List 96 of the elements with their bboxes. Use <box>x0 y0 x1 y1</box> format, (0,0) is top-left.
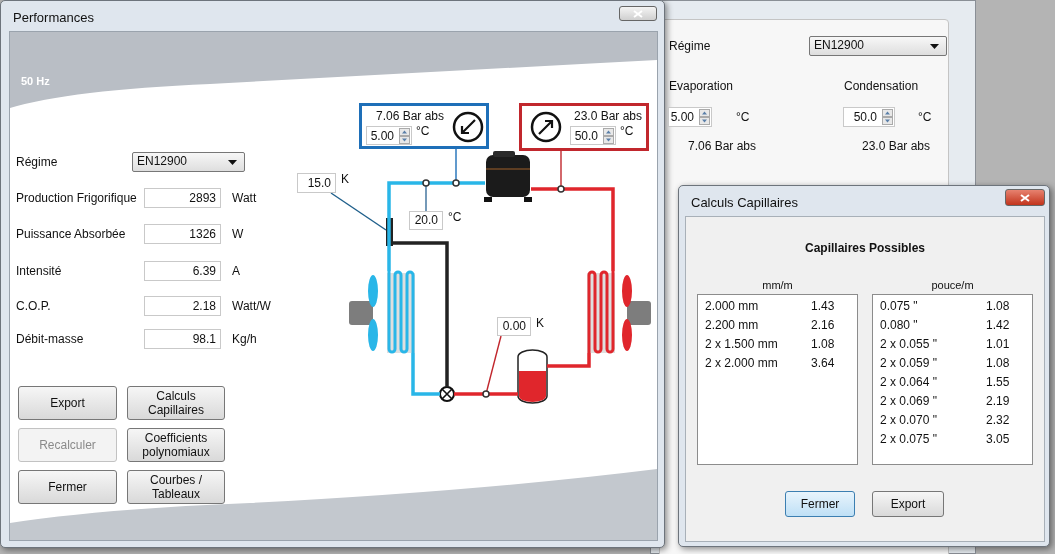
unit-label: K <box>341 171 349 187</box>
diameter-text: 2 x 0.075 " <box>880 431 937 447</box>
length-value: 1.08 <box>811 336 835 352</box>
field-label: Régime <box>16 154 58 170</box>
length-value: 1.42 <box>986 317 1010 333</box>
length-value: 1.43 <box>811 298 835 314</box>
pressure-panel <box>359 103 489 149</box>
diameter-text: 2 x 0.059 " <box>880 355 937 371</box>
field-label: Débit-masse <box>16 331 84 347</box>
unit-label: K <box>536 315 544 331</box>
field-label: Régime <box>669 38 711 54</box>
pressure-value: 23.0 Bar abs <box>862 138 931 154</box>
curves-button: Courbes / Tableaux <box>127 470 225 504</box>
panel-heading: Capillaires Possibles <box>803 240 927 256</box>
leader-line <box>452 148 460 187</box>
unit-label: °C <box>416 123 430 139</box>
unit-label: °C <box>620 123 634 139</box>
close-window-button: Fermer <box>785 491 855 517</box>
pipe <box>387 181 485 271</box>
diameter-text: 2.200 mm <box>705 317 759 333</box>
value-field: 2893 <box>144 188 221 208</box>
receiver-tank <box>517 349 548 404</box>
pipe <box>547 353 591 368</box>
compressor-drawing <box>484 151 532 202</box>
diameter-text: 2.000 mm <box>705 298 759 314</box>
unit-label: °C <box>918 109 932 125</box>
value-field: 20.0 <box>409 211 443 230</box>
pressure-value: 23.0 Bar abs <box>573 108 642 124</box>
field-label: Puissance Absorbée <box>16 226 126 242</box>
leader-line <box>422 179 430 212</box>
expansion-valve <box>439 386 455 402</box>
unit-label: Watt/W <box>232 298 271 314</box>
value-field: 98.1 <box>144 329 221 349</box>
length-value: 3.64 <box>811 355 835 371</box>
unit-label: Watt <box>232 190 257 206</box>
pressure-value: 7.06 Bar abs <box>688 138 757 154</box>
number-spinner: 5.00 <box>366 126 412 145</box>
pipe <box>531 187 615 271</box>
length-value: 1.55 <box>986 374 1010 390</box>
diameter-text: 0.080 " <box>880 317 918 333</box>
unit-label: Kg/h <box>232 331 257 347</box>
leader-line <box>330 192 387 231</box>
evaporator-coil <box>387 270 415 354</box>
number-spinner: 50.0 <box>843 107 895 127</box>
column-heading: mm/m <box>761 278 794 293</box>
sensor-bulb <box>386 218 393 246</box>
length-value: 2.32 <box>986 412 1010 428</box>
coefficients-button: Coefficients polynomiaux <box>127 428 225 462</box>
field-label: Intensité <box>16 263 62 279</box>
window-title: Performances <box>13 10 94 26</box>
field-label: C.O.P. <box>16 298 51 314</box>
value-field: 1326 <box>144 224 221 244</box>
value-field: 0.00 <box>497 317 531 336</box>
dropdown: EN12900 <box>132 152 245 172</box>
close-window-button: Fermer <box>18 470 117 504</box>
length-value: 1.08 <box>986 298 1010 314</box>
pressure-value: 7.06 Bar abs <box>375 108 444 124</box>
unit-label: W <box>232 226 244 242</box>
pipe <box>393 241 449 387</box>
section-heading: Evaporation <box>669 78 734 94</box>
diameter-text: 2 x 0.070 " <box>880 412 937 428</box>
condenser-coil <box>587 270 615 354</box>
length-value: 1.01 <box>986 336 1010 352</box>
leader-line <box>557 150 565 193</box>
frequency-text: 50 Hz <box>21 74 50 89</box>
length-value: 2.16 <box>811 317 835 333</box>
value-field: 2.18 <box>144 296 221 316</box>
unit-label: °C <box>448 209 462 225</box>
number-spinner: 50.0 <box>570 126 616 145</box>
diameter-text: 2 x 0.064 " <box>880 374 937 390</box>
window-title: Calculs Capillaires <box>691 195 798 211</box>
capillary-button: Calculs Capillaires <box>127 386 225 420</box>
export-button: Export <box>872 491 944 517</box>
length-value: 2.19 <box>986 393 1010 409</box>
value-field: 15.0 <box>297 173 336 193</box>
diameter-text: 2 x 2.000 mm <box>705 355 778 371</box>
value-field: 6.39 <box>144 261 221 281</box>
field-label: Production Frigorifique <box>16 190 137 206</box>
diameter-text: 0.075 " <box>880 298 918 314</box>
diameter-text: 2 x 1.500 mm <box>705 336 778 352</box>
column-heading: pouce/m <box>930 278 975 293</box>
pressure-panel <box>519 103 649 151</box>
diameter-text: 2 x 0.069 " <box>880 393 937 409</box>
export-button: Export <box>18 386 117 420</box>
diameter-text: 2 x 0.055 " <box>880 336 937 352</box>
unit-label: A <box>232 263 240 279</box>
length-value: 1.08 <box>986 355 1010 371</box>
length-value: 3.05 <box>986 431 1010 447</box>
pipe <box>411 353 440 396</box>
recalculate-button: Recalculer <box>18 428 117 462</box>
dropdown: EN12900 <box>809 36 947 56</box>
leader-line <box>482 335 502 398</box>
pipe <box>454 392 518 396</box>
unit-label: °C <box>736 109 750 125</box>
number-spinner: 5.00 <box>668 107 712 127</box>
section-heading: Condensation <box>844 78 919 94</box>
